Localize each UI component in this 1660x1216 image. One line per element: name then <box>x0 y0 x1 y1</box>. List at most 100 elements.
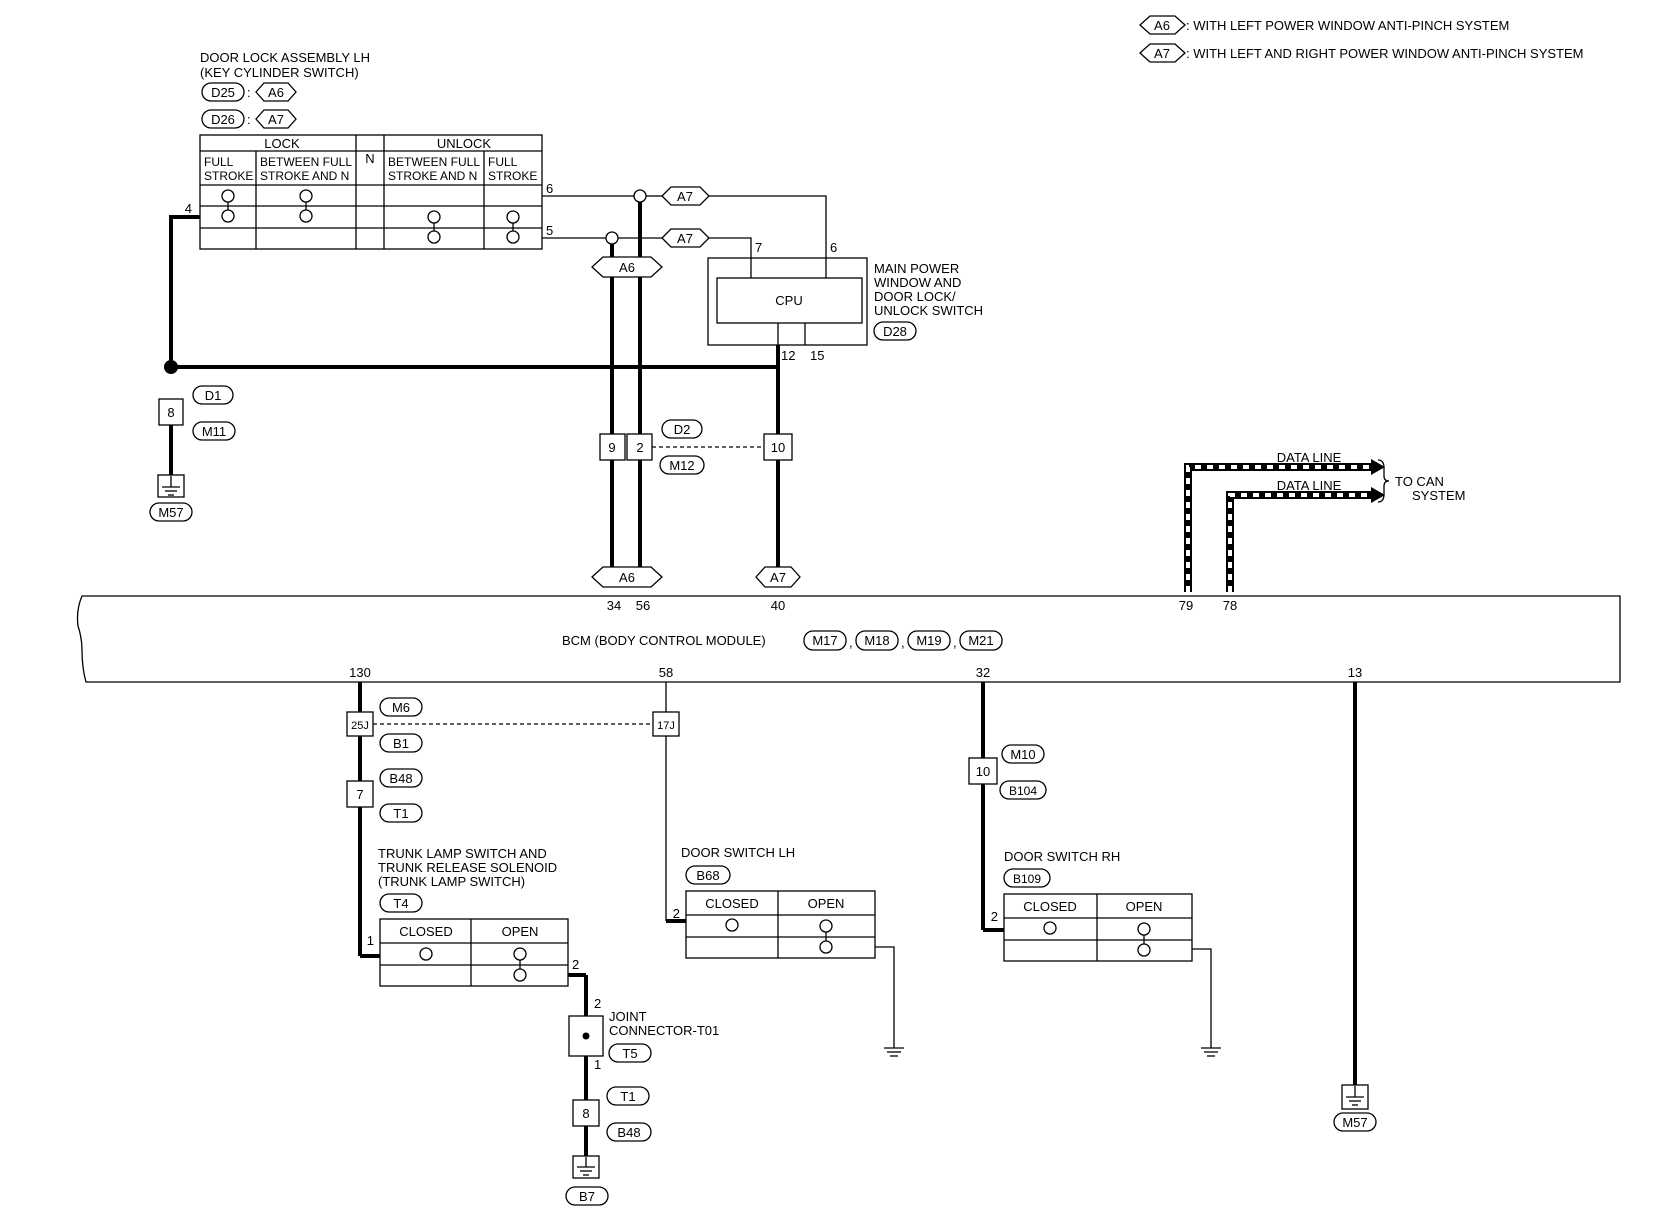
svg-text:WINDOW AND: WINDOW AND <box>874 275 961 290</box>
svg-text:,: , <box>953 635 957 650</box>
connector-t1: T1 <box>393 806 408 821</box>
svg-text:MAIN POWER: MAIN POWER <box>874 261 959 276</box>
trunk-lamp-branch: 25J 17J M6 B1 7 B48 T1 TRUNK LAMP SWITCH… <box>346 682 680 1016</box>
connector-b68: B68 <box>696 868 719 883</box>
connector-m19: M19 <box>916 633 941 648</box>
pin-12: 12 <box>781 348 795 363</box>
svg-text:STROKE AND N: STROKE AND N <box>260 169 349 183</box>
connector-d25: D25 <box>211 85 235 100</box>
svg-text:,: , <box>849 635 853 650</box>
svg-text:32: 32 <box>976 665 990 680</box>
pin-7-trunk: 7 <box>356 787 363 802</box>
bcm-label: BCM (BODY CONTROL MODULE) <box>562 633 766 648</box>
svg-text:CONNECTOR-T01: CONNECTOR-T01 <box>609 1023 719 1038</box>
ground-m57-right: M57 <box>1342 1115 1367 1130</box>
condition-tags: A7 A7 A6 A6 A7 <box>591 186 801 588</box>
pin-15: 15 <box>810 348 824 363</box>
connector-t1-joint: T1 <box>620 1089 635 1104</box>
door-lock-subtitle: (KEY CYLINDER SWITCH) <box>200 65 359 80</box>
cond-a7-top: A7 <box>677 189 693 204</box>
connector-t4: T4 <box>393 896 408 911</box>
pin-5: 5 <box>546 223 553 238</box>
pin-6-switch: 6 <box>830 240 837 255</box>
door-lock-title: DOOR LOCK ASSEMBLY LH <box>200 50 370 65</box>
connector-d2: D2 <box>674 422 691 437</box>
lh-open-header: OPEN <box>808 896 845 911</box>
connector-d1: D1 <box>205 388 222 403</box>
right-ground: M57 <box>1333 682 1377 1132</box>
wires-top <box>164 189 827 577</box>
door-switch-lh: DOOR SWITCH LH B68 CLOSED OPEN 2 <box>665 736 904 1057</box>
svg-text:DOOR LOCK/: DOOR LOCK/ <box>874 289 956 304</box>
connector-m6: M6 <box>392 700 410 715</box>
to-can: TO CAN <box>1395 474 1444 489</box>
svg-text::: : <box>247 85 251 100</box>
svg-text:,: , <box>901 635 905 650</box>
svg-text:UNLOCK SWITCH: UNLOCK SWITCH <box>874 303 983 318</box>
bcm: BCM (BODY CONTROL MODULE) M17 , M18 , M1… <box>76 595 1621 683</box>
lock-header: LOCK <box>264 136 300 151</box>
junction-25j: 25J <box>351 720 369 732</box>
pin-10-mid: 10 <box>771 440 785 455</box>
connector-b1: B1 <box>393 736 409 751</box>
data-lines: DATA LINE DATA LINE TO CAN SYSTEM <box>1184 450 1465 592</box>
connector-m21: M21 <box>968 633 993 648</box>
legend-tag-a7: A7 <box>1154 46 1170 61</box>
legend-text-a7: : WITH LEFT AND RIGHT POWER WINDOW ANTI-… <box>1186 46 1583 61</box>
pin-9: 9 <box>608 440 615 455</box>
connector-m10: M10 <box>1010 747 1035 762</box>
trunk-open-header: OPEN <box>502 924 539 939</box>
svg-text:STROKE: STROKE <box>204 169 253 183</box>
svg-text:BETWEEN FULL: BETWEEN FULL <box>388 155 480 169</box>
n-header: N <box>365 151 374 166</box>
svg-text:40: 40 <box>771 598 785 613</box>
svg-text:STROKE AND N: STROKE AND N <box>388 169 477 183</box>
cond-a7: A7 <box>268 112 284 127</box>
connector-b48: B48 <box>389 771 412 786</box>
trunk-pin-1: 1 <box>367 933 374 948</box>
door-lock-assembly: DOOR LOCK ASSEMBLY LH (KEY CYLINDER SWIT… <box>185 50 553 250</box>
trunk-closed-header: CLOSED <box>399 924 452 939</box>
lh-pin-2: 2 <box>673 906 680 921</box>
can-system: SYSTEM <box>1412 488 1465 503</box>
cond-a6-bcm: A6 <box>619 570 635 585</box>
svg-text:TRUNK RELEASE SOLENOID: TRUNK RELEASE SOLENOID <box>378 860 557 875</box>
svg-text:1: 1 <box>594 1057 601 1072</box>
pin-8-joint: 8 <box>582 1106 589 1121</box>
door-switch-rh: 10 M10 B104 DOOR SWITCH RH B109 CLOSED O… <box>968 682 1221 1057</box>
cpu-label: CPU <box>775 293 802 308</box>
svg-text:TRUNK LAMP SWITCH AND: TRUNK LAMP SWITCH AND <box>378 846 547 861</box>
svg-text:78: 78 <box>1223 598 1237 613</box>
connector-m11: M11 <box>202 424 226 439</box>
connector-b48-joint: B48 <box>617 1125 640 1140</box>
left-ground: 8 D1 M11 M57 <box>149 385 236 522</box>
pin-4: 4 <box>185 201 192 216</box>
splice-dot <box>164 360 178 374</box>
svg-text:DOOR SWITCH LH: DOOR SWITCH LH <box>681 845 795 860</box>
cond-a7-mid: A7 <box>677 231 693 246</box>
svg-text:2: 2 <box>594 996 601 1011</box>
connector-d28: D28 <box>883 324 907 339</box>
data-line-1: DATA LINE <box>1277 450 1342 465</box>
pin-6: 6 <box>546 181 553 196</box>
legend-tag-a6: A6 <box>1154 18 1170 33</box>
connector-m12: M12 <box>669 458 694 473</box>
rh-open-header: OPEN <box>1126 899 1163 914</box>
connector-t5: T5 <box>622 1046 637 1061</box>
svg-text:130: 130 <box>349 665 371 680</box>
legend: A6 : WITH LEFT POWER WINDOW ANTI-PINCH S… <box>1139 15 1583 63</box>
svg-text:13: 13 <box>1348 665 1362 680</box>
svg-text:34: 34 <box>607 598 621 613</box>
cond-a7-bcm: A7 <box>770 570 786 585</box>
pin-10-rh: 10 <box>976 764 990 779</box>
joint-connector: 2 1 JOINT CONNECTOR-T01 T5 8 T1 B48 B7 <box>565 996 719 1206</box>
connector-m18: M18 <box>864 633 889 648</box>
svg-text:DOOR SWITCH RH: DOOR SWITCH RH <box>1004 849 1120 864</box>
middle-connectors: 9 2 10 D2 M12 <box>599 419 793 475</box>
svg-text:58: 58 <box>659 665 673 680</box>
svg-text:FULL: FULL <box>488 155 518 169</box>
svg-text::: : <box>247 112 251 127</box>
svg-text:JOINT: JOINT <box>609 1009 647 1024</box>
legend-text-a6: : WITH LEFT POWER WINDOW ANTI-PINCH SYST… <box>1186 18 1509 33</box>
svg-text:STROKE: STROKE <box>488 169 537 183</box>
